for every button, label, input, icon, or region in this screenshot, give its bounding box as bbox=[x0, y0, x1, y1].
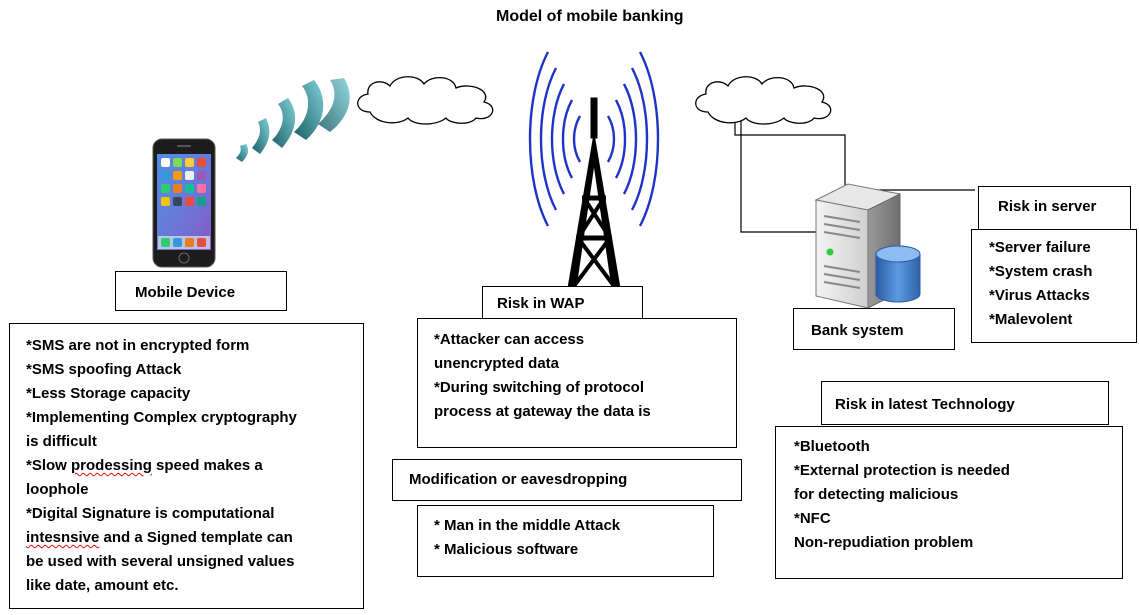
wap-risks-box: *Attacker can access unencrypted data *D… bbox=[417, 318, 737, 448]
wap-risk-item: unencrypted data bbox=[434, 355, 560, 372]
tech-risks-box: *Bluetooth *External protection is neede… bbox=[775, 426, 1123, 579]
cloud-to-bank-connector bbox=[740, 112, 833, 233]
modification-label: Modification or eavesdropping bbox=[409, 471, 628, 488]
server-risk-item: *Server failure bbox=[989, 239, 1091, 256]
tech-risk-item: *NFC bbox=[794, 510, 831, 527]
mobile-risk-item: loophole bbox=[26, 481, 89, 498]
server-risk-item: *Malevolent bbox=[989, 311, 1073, 328]
wap-risk-item: *Attacker can access bbox=[434, 331, 585, 348]
tech-risk-item: for detecting malicious bbox=[794, 486, 959, 503]
risk-wap-label: Risk in WAP bbox=[497, 295, 585, 312]
risk-latest-tech-label: Risk in latest Technology bbox=[835, 396, 1015, 413]
mobile-risk-item: *Slow prodessing speed makes a bbox=[26, 457, 263, 474]
modification-label-box: Modification or eavesdropping bbox=[392, 459, 742, 501]
tech-risk-item: *External protection is needed bbox=[794, 462, 1010, 479]
diagram-title: Model of mobile banking bbox=[496, 8, 684, 25]
risk-wap-label-box: Risk in WAP bbox=[482, 286, 643, 319]
smartphone-icon bbox=[152, 138, 216, 268]
mobile-risk-item: *Less Storage capacity bbox=[26, 385, 191, 402]
modification-risk-item: * Man in the middle Attack bbox=[434, 517, 621, 534]
mobile-risk-item: like date, amount etc. bbox=[26, 577, 179, 594]
bank-system-label: Bank system bbox=[811, 322, 904, 339]
mobile-risk-item: *SMS spoofing Attack bbox=[26, 361, 182, 378]
mobile-risk-item: be used with several unsigned values bbox=[26, 553, 295, 570]
mobile-device-label: Mobile Device bbox=[135, 284, 236, 301]
risk-server-label-box: Risk in server bbox=[978, 186, 1131, 230]
risk-server-label: Risk in server bbox=[998, 198, 1097, 215]
mobile-risk-item: intesnsive and a Signed template can bbox=[26, 529, 293, 546]
modification-risks-box: * Man in the middle Attack * Malicious s… bbox=[417, 505, 714, 577]
bank-system-label-box: Bank system bbox=[793, 308, 955, 350]
mobile-risk-item: *Implementing Complex cryptography bbox=[26, 409, 297, 426]
modification-risk-item: * Malicious software bbox=[434, 541, 579, 558]
tech-risk-item: *Bluetooth bbox=[794, 438, 870, 455]
risk-latest-tech-label-box: Risk in latest Technology bbox=[821, 381, 1109, 425]
tech-risk-item: Non-repudiation problem bbox=[794, 534, 974, 551]
server-risks-box: *Server failure *System crash *Virus Att… bbox=[971, 229, 1137, 343]
mobile-risk-item: *Digital Signature is computational bbox=[26, 505, 275, 522]
mobile-risk-item: *SMS are not in encrypted form bbox=[26, 337, 250, 354]
cloud-to-server-risk-connector bbox=[734, 112, 975, 191]
wap-risk-item: process at gateway the data is bbox=[434, 403, 651, 420]
cloud-icon-left bbox=[352, 72, 502, 126]
signal-waves-icon bbox=[230, 78, 360, 168]
mobile-risk-item: is difficult bbox=[26, 433, 97, 450]
server-risk-item: *System crash bbox=[989, 263, 1093, 280]
cloud-icon-right bbox=[690, 72, 840, 126]
wap-risk-item: *During switching of protocol bbox=[434, 379, 644, 396]
server-risk-item: *Virus Attacks bbox=[989, 287, 1090, 304]
mobile-risks-box: *SMS are not in encrypted form *SMS spoo… bbox=[9, 323, 364, 609]
server-database-icon bbox=[808, 180, 932, 312]
mobile-device-label-box: Mobile Device bbox=[115, 271, 287, 311]
antenna-tower-icon bbox=[524, 38, 664, 290]
